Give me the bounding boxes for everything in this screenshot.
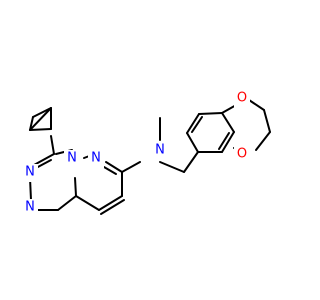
amine-substituents xyxy=(159,117,199,173)
bond-n-ch2 xyxy=(159,161,185,173)
bond-pd-3b xyxy=(100,199,125,215)
bond-cp-4 xyxy=(29,128,52,131)
bond-tz-1 xyxy=(50,135,55,155)
bond-cp-3 xyxy=(29,116,34,131)
atom-label-n1: N xyxy=(67,151,77,166)
atom-label-o1: O xyxy=(237,91,247,106)
bond-cp-2 xyxy=(32,107,52,118)
atom-label-n3: N xyxy=(25,165,35,180)
bond-cp-1 xyxy=(29,107,52,131)
bond-dx-3 xyxy=(263,109,271,133)
bond-bz-3 xyxy=(198,112,223,115)
bond-pd-7 xyxy=(121,161,141,173)
bond-dx-4 xyxy=(255,131,271,151)
bond-pd-5 xyxy=(105,161,123,173)
structure-svg: N N N N N O O xyxy=(22,90,271,217)
pyridazine-ring xyxy=(74,154,141,215)
bond-pd-3 xyxy=(98,195,123,211)
bond-tz-3b xyxy=(35,159,52,169)
bond-ch2-ring xyxy=(183,151,199,173)
bond-bz-2 xyxy=(186,113,200,134)
bond-bz-1 xyxy=(186,132,199,153)
bond-bz-5b xyxy=(218,132,230,150)
atom-label-n5: N xyxy=(155,143,165,158)
bond-bz-5 xyxy=(221,131,235,153)
bond-pd-1 xyxy=(74,177,77,197)
atom-label-o2: O xyxy=(237,147,247,162)
atom-label-n4: N xyxy=(25,200,35,215)
benzene-ring xyxy=(186,112,235,153)
bond-pd-5b xyxy=(103,166,117,175)
bond-bz-2b xyxy=(191,116,203,133)
bond-pd-2 xyxy=(75,195,100,211)
bond-tz-3 xyxy=(33,153,55,166)
bond-tz-6 xyxy=(57,195,77,211)
bond-bz-4 xyxy=(221,112,235,133)
atom-label-n2: N xyxy=(91,151,101,166)
cyclopropyl-group xyxy=(29,107,52,131)
molecule-diagram: N N N N N O O xyxy=(22,90,271,217)
atom-labels: N N N N N O O xyxy=(22,90,250,217)
